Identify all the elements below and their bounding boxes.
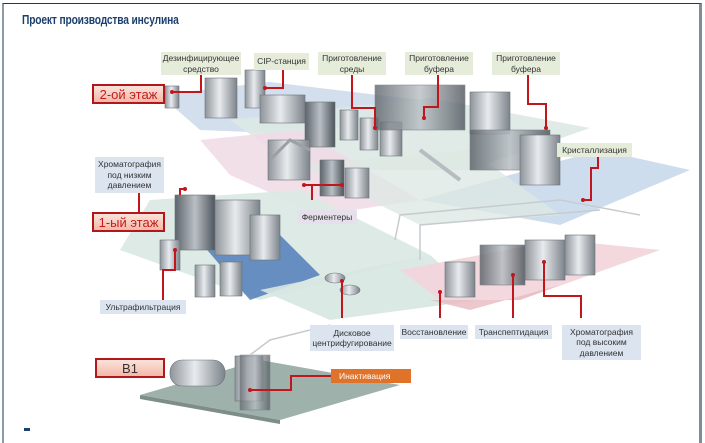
label-fermenters: Ферментеры [297,210,357,224]
label-inactivation: Инактивация [331,369,411,383]
figure-title: Проект производства инсулина [22,13,179,27]
label-high-pressure-chromatography: Хроматография под высоким давлением [562,325,641,360]
plant-illustration [120,64,690,424]
label-reconstitution: Восстановление [400,325,468,339]
equipment-second-floor [164,69,561,199]
label-transpeptidation: Транспептидация [475,325,552,339]
label-cip-station: CIP-станция [254,53,309,70]
leader-dots [170,86,585,392]
floor-label-basement: B1 [95,358,165,378]
label-media-preparation: Приготовление среды [318,52,386,75]
equipment-basement [169,324,331,411]
floor-label-second: 2-ой этаж [92,84,165,104]
label-buffer-preparation-1: Приготовление буфера [405,52,473,75]
label-low-pressure-chromatography: Хроматография под низким давлением [95,157,164,193]
label-crystallization: Кристаллизация [557,143,632,157]
floor-label-first: 1-ый этаж [92,212,165,232]
leader-lines [138,64,599,391]
label-disinfectant: Дезинфицирующее средство [161,52,241,75]
footer-mark [24,428,30,431]
label-buffer-preparation-2: Приготовление буфера [492,52,560,75]
label-disk-centrifugation: Дисковое центрифугирование [310,325,394,351]
label-ultrafiltration: Ультрафильтрация [100,300,186,314]
